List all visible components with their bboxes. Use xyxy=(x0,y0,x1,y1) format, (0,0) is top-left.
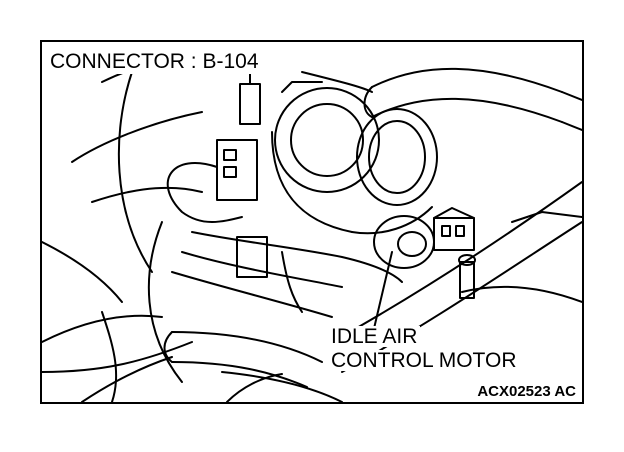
engine-illustration xyxy=(42,54,582,402)
sensor-connector xyxy=(166,139,258,223)
figure-code: ACX02523 AC xyxy=(475,383,578,400)
lower-hose xyxy=(163,331,343,402)
idle-air-control-motor xyxy=(373,207,475,269)
body-panel xyxy=(331,181,582,373)
part-label-idle-air: IDLE AIR xyxy=(328,326,421,347)
wiring-harness xyxy=(171,231,403,318)
bottom-cables xyxy=(42,311,193,402)
part-label-control-motor: CONTROL MOTOR xyxy=(328,350,520,371)
diagram-frame: CONNECTOR : B-104 IDLE AIR CONTROL MOTOR… xyxy=(40,40,584,404)
throttle-body xyxy=(239,71,438,235)
leader-line xyxy=(371,251,393,338)
air-hose xyxy=(301,67,582,131)
connector-label: CONNECTOR : B-104 xyxy=(48,50,262,74)
